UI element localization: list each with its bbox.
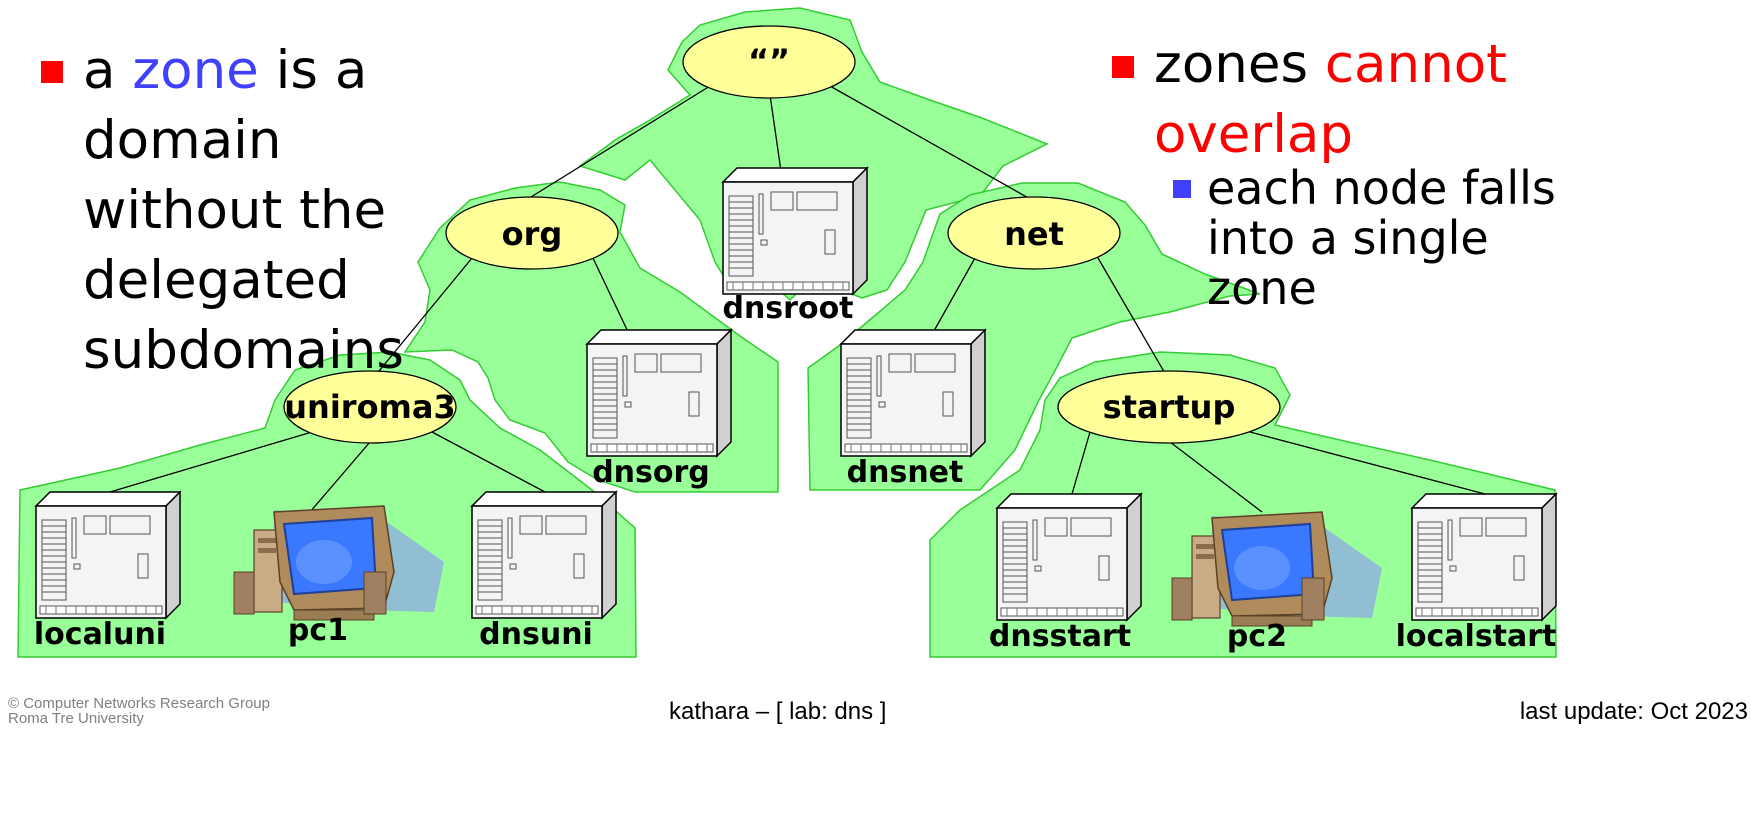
- footer-last-update: last update: Oct 2023: [1519, 698, 1748, 725]
- edge-org-dnsorg: [591, 255, 631, 337]
- server-icon: [471, 491, 617, 619]
- sub-bullet-line-3: zone: [1207, 261, 1317, 315]
- edge-org-uniroma3: [369, 257, 473, 383]
- node-net: [947, 196, 1121, 270]
- right-bullet-text: zones cannot overlap: [1154, 30, 1507, 170]
- edge-root-dnsroot: [769, 94, 783, 179]
- host-label-dnsstart: dnsstart: [989, 619, 1131, 654]
- node-root-label: “”: [748, 42, 790, 80]
- edge-uniroma3-dnsuni: [431, 431, 546, 493]
- node-startup-label: startup: [1103, 388, 1236, 426]
- left-bullet-line-5: subdomains: [83, 320, 404, 381]
- sub-bullet-line-2: into a single: [1207, 211, 1489, 265]
- server-icon: [586, 329, 732, 457]
- cannot-term: cannot: [1324, 34, 1507, 95]
- host-label-localuni: localuni: [34, 617, 166, 652]
- right-bullet-marker: [1112, 56, 1134, 78]
- node-uniroma3-label: uniroma3: [284, 388, 456, 426]
- edge-startup-dnsstart: [1071, 431, 1091, 495]
- server-icon: [35, 491, 181, 619]
- node-uniroma3: [283, 370, 457, 444]
- host-label-pc2: pc2: [1227, 619, 1287, 654]
- host-label-pc1: pc1: [288, 613, 348, 648]
- copyright-line-2: Roma Tre University: [8, 710, 144, 727]
- sub-bullet-marker: [1173, 180, 1191, 198]
- node-org-label: org: [502, 215, 563, 253]
- host-label-dnsorg: dnsorg: [592, 455, 710, 490]
- server-icon: [1411, 493, 1557, 621]
- left-bullet-text: a zone is a domain without the delegated…: [83, 36, 404, 386]
- edge-startup-localstart: [1249, 431, 1486, 495]
- edge-uniroma3-localuni: [109, 431, 313, 493]
- edge-uniroma3-pc1: [309, 441, 371, 513]
- host-label-dnsuni: dnsuni: [479, 617, 593, 652]
- footer-copyright: © Computer Networks Research Group Roma …: [8, 696, 270, 726]
- zone-term: zone: [132, 40, 259, 101]
- edge-startup-pc2: [1169, 441, 1263, 513]
- node-org: [445, 196, 619, 270]
- host-label-dnsnet: dnsnet: [847, 455, 964, 490]
- host-label-dnsroot: dnsroot: [722, 291, 853, 326]
- left-bullet-marker: [41, 61, 63, 83]
- copyright-line-1: © Computer Networks Research Group: [8, 695, 270, 712]
- footer-center: kathara – [ lab: dns ]: [669, 698, 887, 725]
- edge-net-startup: [1097, 257, 1171, 383]
- host-label-localstart: localstart: [1396, 619, 1557, 654]
- node-startup: [1057, 370, 1281, 444]
- left-bullet-word-a: a: [83, 40, 116, 101]
- left-bullet-line-2: domain: [83, 110, 282, 171]
- edge-root-net: [829, 85, 1033, 201]
- sub-bullet-line-1: each node falls: [1207, 161, 1556, 215]
- edge-net-dnsnet: [929, 257, 976, 339]
- node-root: [682, 25, 856, 99]
- server-icon: [996, 493, 1142, 621]
- left-bullet-line-4: delegated: [83, 250, 350, 311]
- server-icon: [840, 329, 986, 457]
- left-bullet-line-3: without the: [83, 180, 387, 241]
- overlap-term: overlap: [1154, 104, 1354, 165]
- left-bullet-line-1: is a: [275, 40, 368, 101]
- node-net-label: net: [1004, 215, 1064, 253]
- sub-bullet-text: each node falls into a single zone: [1207, 160, 1556, 316]
- server-icon: [722, 167, 868, 295]
- right-bullet-word-zones: zones: [1154, 34, 1309, 95]
- edge-root-org: [509, 85, 711, 211]
